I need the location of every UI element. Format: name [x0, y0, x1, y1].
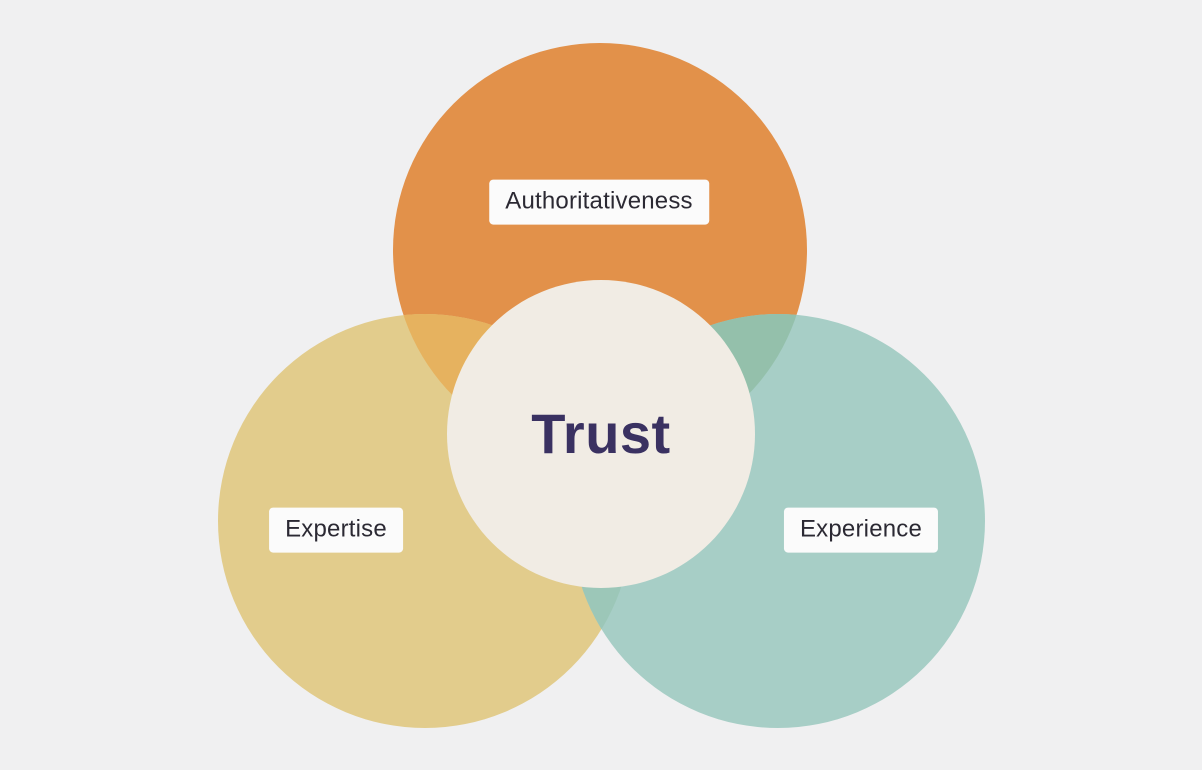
- label-trust: Trust: [531, 402, 671, 466]
- label-experience: Experience: [783, 507, 939, 553]
- label-authoritativeness: Authoritativeness: [489, 179, 709, 225]
- label-expertise: Expertise: [269, 507, 403, 553]
- trust-center-circle: [447, 280, 755, 588]
